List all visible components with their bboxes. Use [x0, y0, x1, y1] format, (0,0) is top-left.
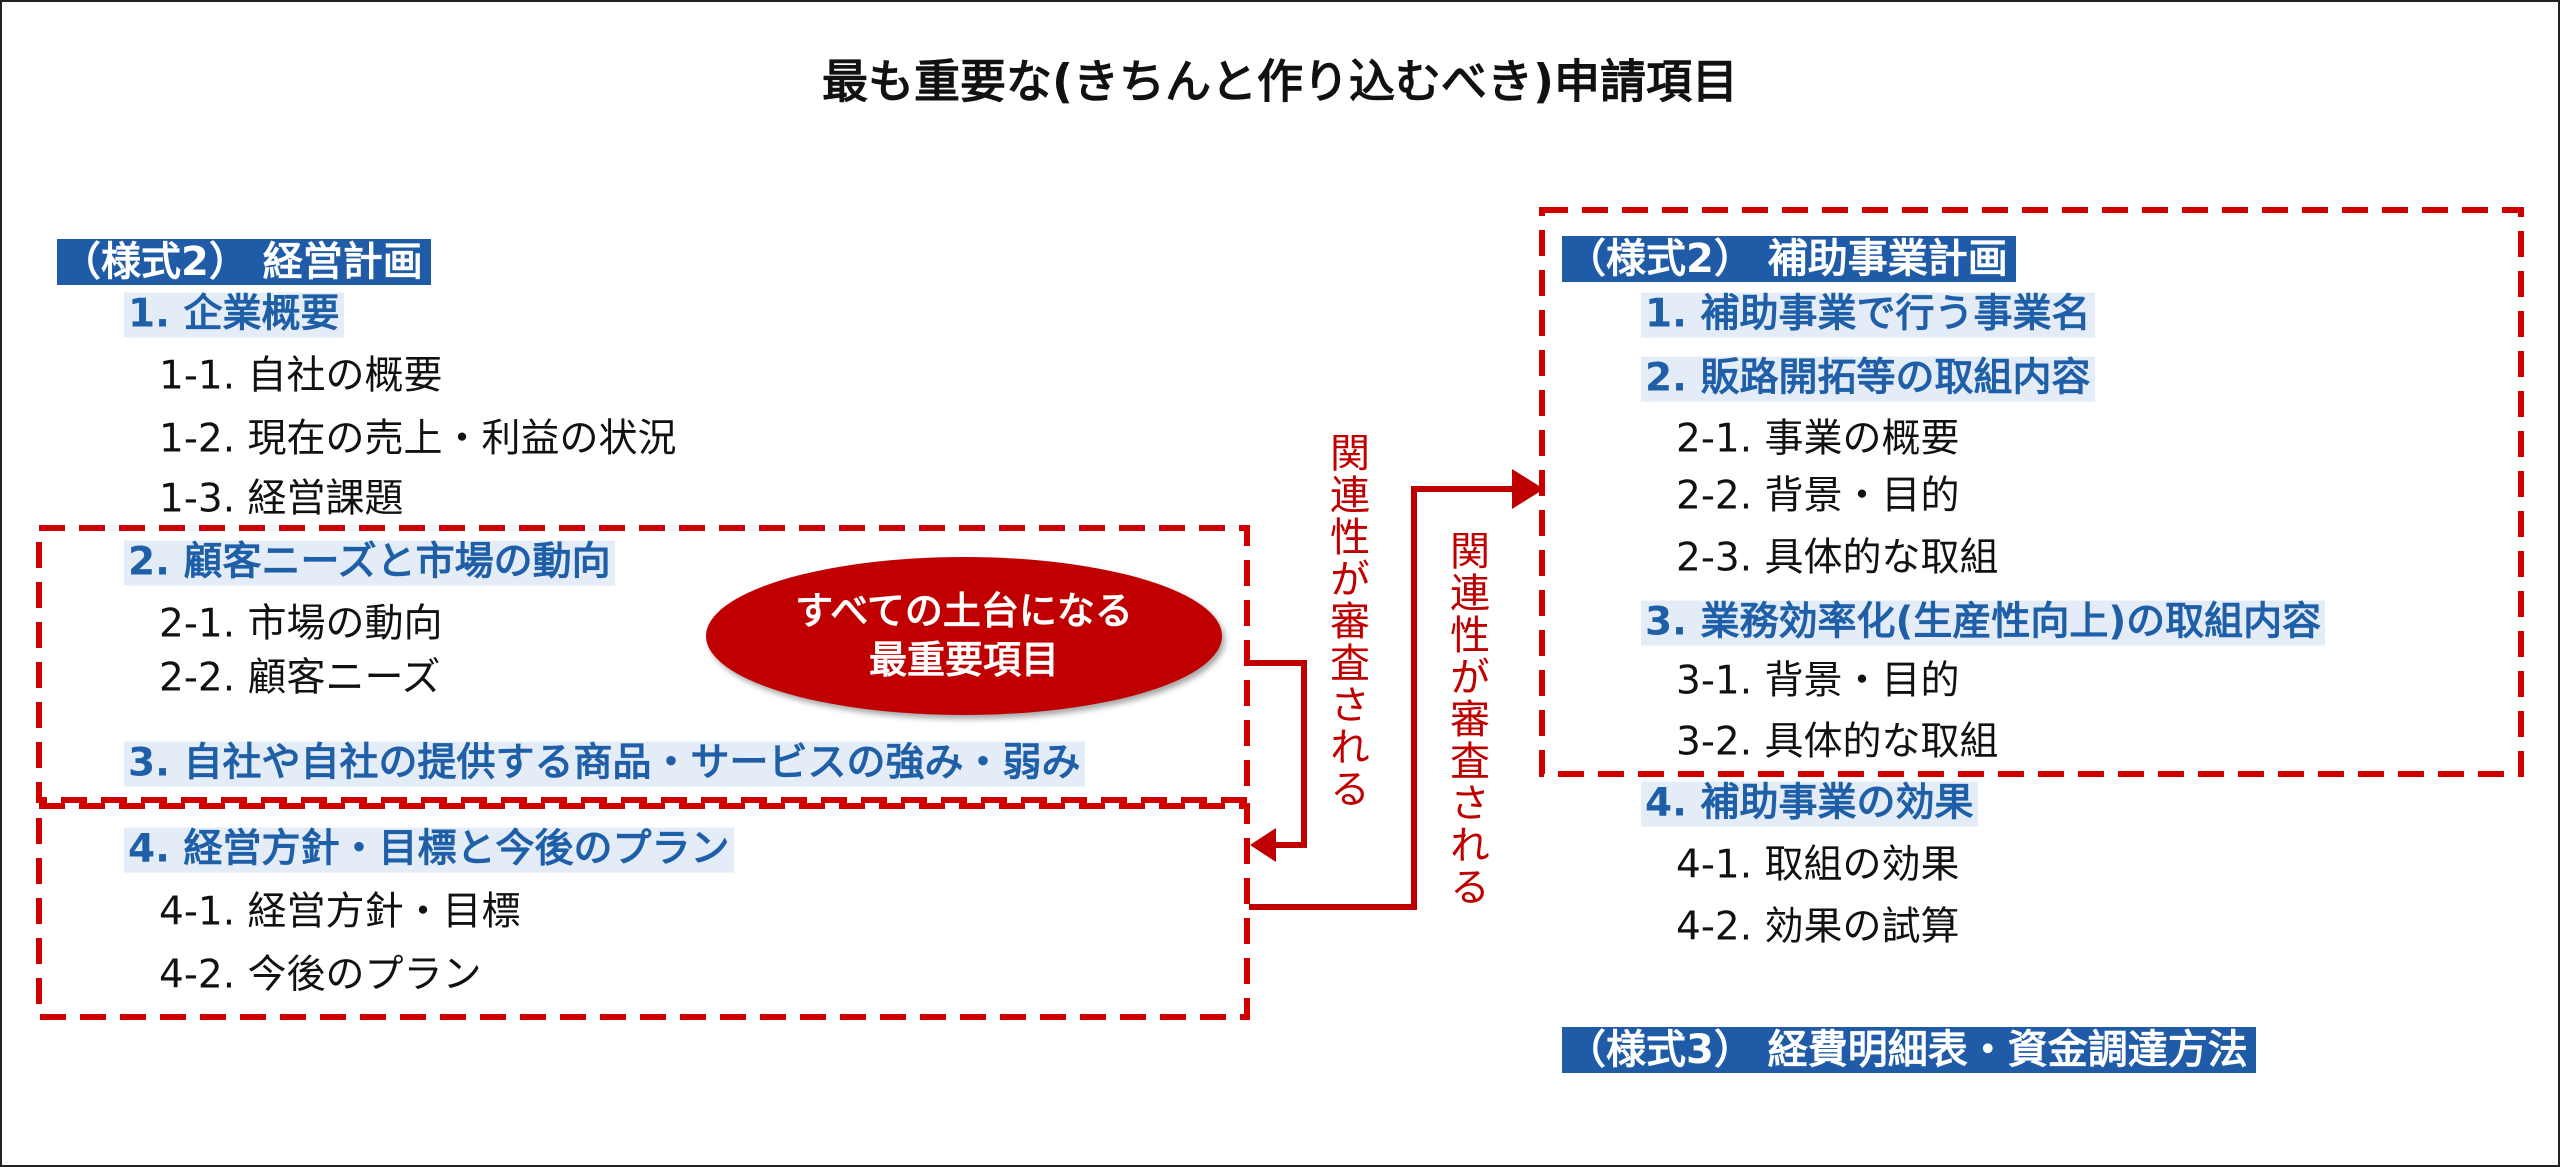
right-sub-item: 4-2. 効果の試算 — [1676, 904, 1960, 950]
arrowhead-right — [1512, 469, 1544, 509]
relation-label-2: 関連性が審査される — [1443, 530, 1489, 908]
relation-arrow-2 — [1249, 486, 1515, 910]
callout-line-2: 最重要項目 — [868, 638, 1059, 682]
right-sub-item: 2-1. 事業の概要 — [1676, 416, 1960, 462]
left-section-heading: 4. 経営方針・目標と今後のプラン — [124, 827, 734, 873]
right-header: （様式2） 補助事業計画 — [1562, 236, 2016, 282]
left-sub-item: 1-3. 経営課題 — [159, 476, 404, 522]
page-title: 最も重要な(きちんと作り込むべき)申請項目 — [821, 54, 1739, 109]
relation-label-1: 関連性が審査される — [1323, 432, 1369, 810]
right-sub-item: 4-1. 取組の効果 — [1676, 842, 1960, 888]
right-sub-item: 2-3. 具体的な取組 — [1676, 535, 1999, 581]
dashed-box-plan — [36, 803, 1250, 1020]
left-sub-item: 2-1. 市場の動向 — [159, 601, 443, 647]
callout-line-1: すべての土台になる — [795, 588, 1133, 633]
left-sub-item: 4-1. 経営方針・目標 — [159, 889, 521, 935]
left-sub-item: 1-1. 自社の概要 — [159, 353, 443, 399]
right-sub-item: 3-1. 背景・目的 — [1676, 658, 1960, 704]
left-sub-item: 2-2. 顧客ニーズ — [159, 655, 441, 701]
right-section-heading: 3. 業務効率化(生産性向上)の取組内容 — [1641, 600, 2326, 646]
left-header: （様式2） 経営計画 — [57, 239, 431, 285]
arrowhead-left — [1250, 828, 1276, 862]
dashed-box-subsidy — [1539, 207, 2524, 777]
callout-ellipse: すべての土台になる 最重要項目 — [706, 557, 1222, 715]
relation-arrow-1 — [1249, 660, 1307, 848]
left-section-heading: 1. 企業概要 — [124, 292, 344, 338]
left-sub-item: 1-2. 現在の売上・利益の状況 — [159, 416, 677, 462]
dashed-box-market — [36, 525, 1250, 803]
right-section-heading: 2. 販路開拓等の取組内容 — [1641, 356, 2095, 402]
left-section-heading: 2. 顧客ニーズと市場の動向 — [124, 540, 615, 586]
right-section-heading: 4. 補助事業の効果 — [1641, 781, 1978, 827]
left-section-heading: 3. 自社や自社の提供する商品・サービスの強み・弱み — [124, 741, 1085, 787]
left-sub-item: 4-2. 今後のプラン — [159, 952, 482, 998]
right-sub-item: 2-2. 背景・目的 — [1676, 473, 1960, 519]
right-section-heading: 1. 補助事業で行う事業名 — [1641, 292, 2095, 338]
form3-header: （様式3） 経費明細表・資金調達方法 — [1562, 1027, 2256, 1073]
right-sub-item: 3-2. 具体的な取組 — [1676, 719, 1999, 765]
